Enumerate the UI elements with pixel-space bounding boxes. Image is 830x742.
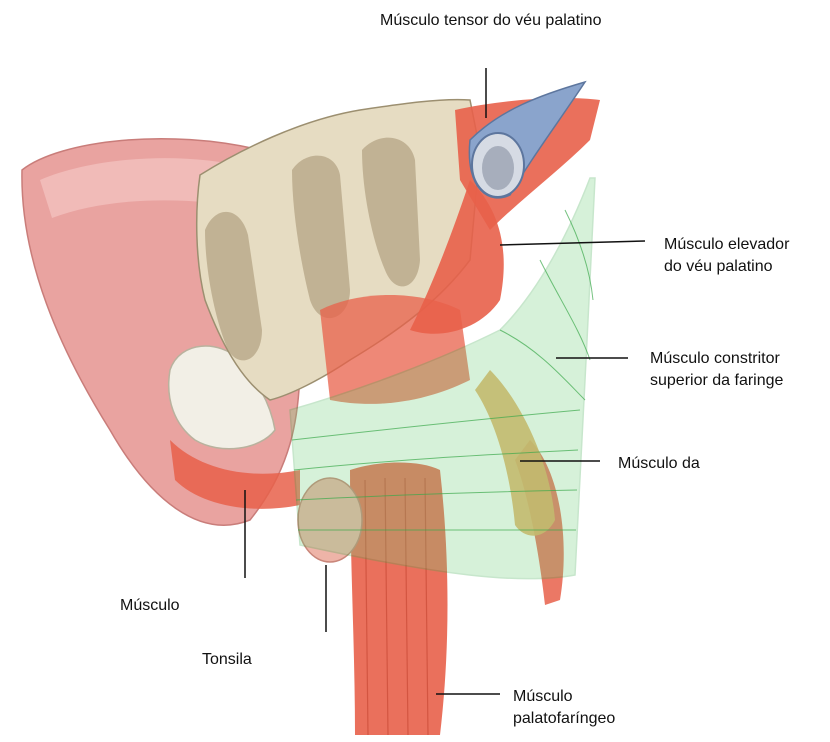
label-musculo-da: Músculo da [618,453,700,475]
label-tensor-veu-palatino: Músculo tensor do véu palatino [380,10,601,32]
label-elevador-veu-palatino: Músculo elevador do véu palatino [664,234,789,278]
label-constritor-superior: Músculo constritor superior da faringe [650,348,783,392]
label-constritor-line1: Músculo constritor [650,348,783,370]
auditory-tube-inner [482,146,514,190]
label-constritor-line2: superior da faringe [650,370,783,392]
label-elevador-line2: do véu palatino [664,256,789,278]
label-palatofaringeo-line1: Músculo [513,686,615,708]
label-elevador-line1: Músculo elevador [664,234,789,256]
label-palatofaringeo-line2: palatofaríngeo [513,708,615,730]
label-tonsila: Tonsila [202,649,252,671]
label-musculo: Músculo [120,595,180,617]
label-palatofaringeo: Músculo palatofaríngeo [513,686,615,730]
